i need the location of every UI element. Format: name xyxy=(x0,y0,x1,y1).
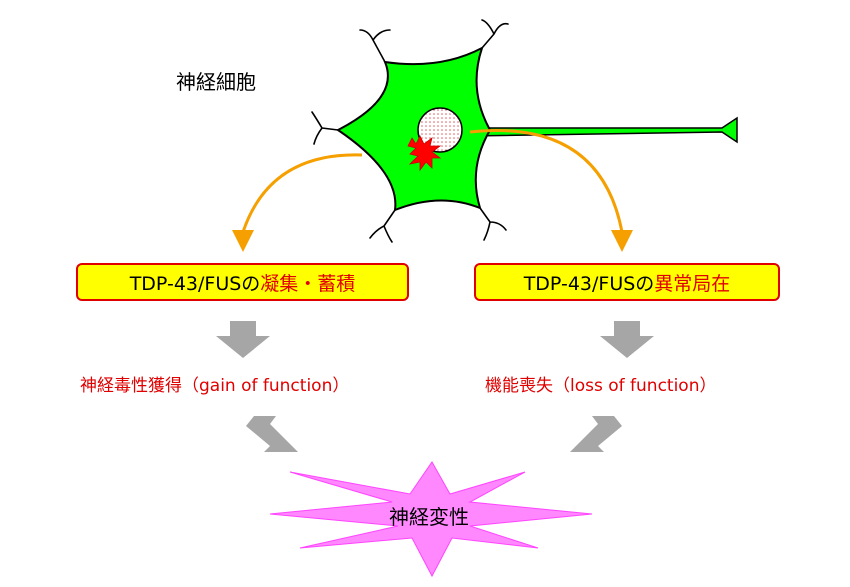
neurodegeneration-burst xyxy=(269,461,593,578)
neurodegeneration-label: 神経変性 xyxy=(389,505,469,529)
aggregate-icon xyxy=(407,135,442,172)
diagonal-arrow-right xyxy=(570,416,622,452)
mislocalization-box-highlight: 異常局在 xyxy=(654,272,731,295)
aggregation-box-highlight: 凝集・蓄積 xyxy=(260,272,356,295)
down-arrow-right xyxy=(600,321,654,358)
curved-arrow-right xyxy=(469,129,633,252)
mislocalization-box-prefix: TDP-43/FUSの xyxy=(523,272,655,295)
neuron-label: 神経細胞 xyxy=(176,70,256,94)
mislocalization-box: TDP-43/FUSの異常局在 xyxy=(474,263,780,301)
neuron-cell-body xyxy=(336,45,492,212)
diagonal-arrow-left xyxy=(246,416,298,452)
aggregation-box: TDP-43/FUSの凝集・蓄積 xyxy=(76,263,409,301)
curved-arrow-left xyxy=(232,153,363,252)
loss-of-function-label: 機能喪失（loss of function） xyxy=(485,376,717,396)
down-arrow-left xyxy=(216,321,270,358)
dendrites xyxy=(311,19,509,243)
gain-of-function-label: 神経毒性獲得（gain of function） xyxy=(80,376,350,396)
aggregation-box-prefix: TDP-43/FUSの xyxy=(129,272,261,295)
